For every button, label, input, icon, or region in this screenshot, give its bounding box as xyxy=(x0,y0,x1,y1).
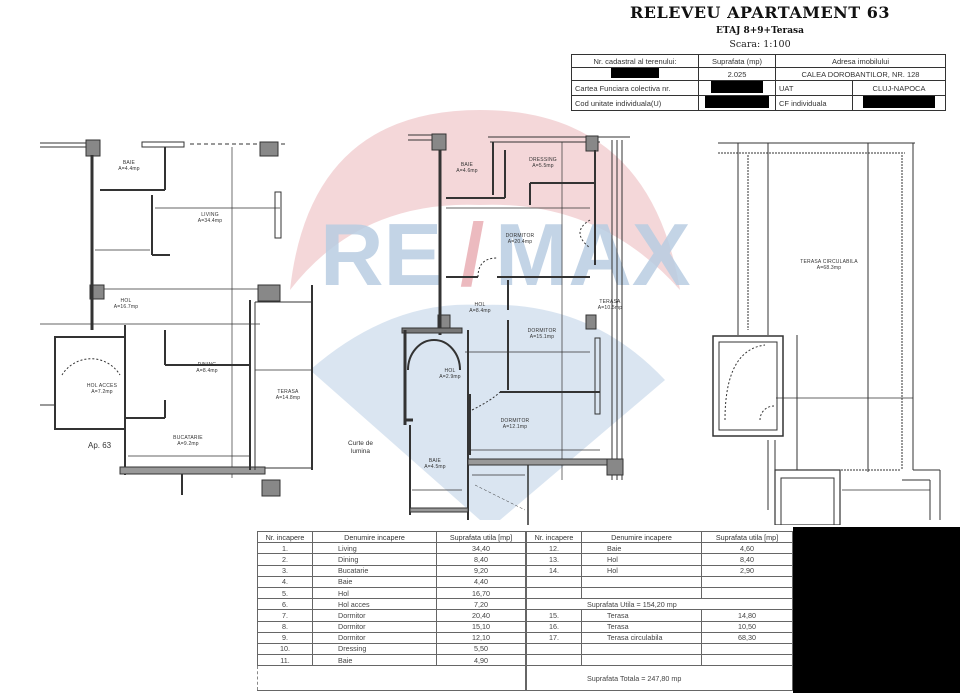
col-header-name: Denumire incapere xyxy=(581,530,702,544)
floor-plan-terrace xyxy=(712,142,941,525)
col-header-area: Suprafata utila [mp] xyxy=(701,530,793,544)
redacted-block xyxy=(863,96,935,108)
unit-code-label: Cod unitate individuala(U) xyxy=(571,95,699,111)
uat-label: UAT xyxy=(775,80,853,96)
surface-value: 2.025 xyxy=(698,67,776,81)
cadastral-label: Nr. cadastral al terenului: xyxy=(571,54,699,68)
col-header-area: Suprafata utila [mp] xyxy=(436,530,526,544)
redacted-block xyxy=(705,96,769,108)
grand-area-total: Suprafata Totala = 247,80 mp xyxy=(526,665,793,692)
uat-value: CLUJ-NAPOCA xyxy=(852,80,946,96)
unit-code-value xyxy=(698,95,776,111)
cf-collective-value xyxy=(698,80,776,96)
floor-plan-level-8 xyxy=(40,139,313,497)
col-header-name: Denumire incapere xyxy=(312,530,437,544)
redacted-block xyxy=(711,81,763,93)
rooms-table-left: Nr. incapere Denumire incapere Suprafata… xyxy=(257,530,526,692)
cf-individual-label: CF individuala xyxy=(775,95,853,111)
address-value: CALEA DOROBANTILOR, NR. 128 xyxy=(775,67,946,81)
document-subtitle: ETAJ 8+9+Terasa xyxy=(716,26,804,36)
document-header: RELEVEU APARTAMENT 63 ETAJ 8+9+Terasa Sc… xyxy=(560,0,960,50)
useful-area-total: Suprafata Utila = 154,20 mp xyxy=(526,598,793,611)
cadastral-value xyxy=(571,67,699,81)
cf-collective-label: Cartea Funciara colectiva nr. xyxy=(571,80,699,96)
col-header-nr: Nr. incapere xyxy=(257,530,313,544)
redacted-block xyxy=(611,68,659,78)
col-header-nr: Nr. incapere xyxy=(526,530,582,544)
surface-label: Suprafata (mp) xyxy=(698,54,776,68)
floor-plan-level-9 xyxy=(401,133,630,525)
property-info-table: Nr. cadastral al terenului: Suprafata (m… xyxy=(571,54,946,111)
rooms-table-right: Nr. incapere Denumire incapere Suprafata… xyxy=(526,530,793,692)
document-scale: Scara: 1:100 xyxy=(729,39,791,50)
apartment-label: Ap. 63 xyxy=(88,441,112,450)
cf-individual-value xyxy=(852,95,946,111)
document-title: RELEVEU APARTAMENT 63 xyxy=(630,3,890,22)
address-label: Adresa imobilului xyxy=(775,54,946,68)
redacted-area xyxy=(793,527,960,693)
